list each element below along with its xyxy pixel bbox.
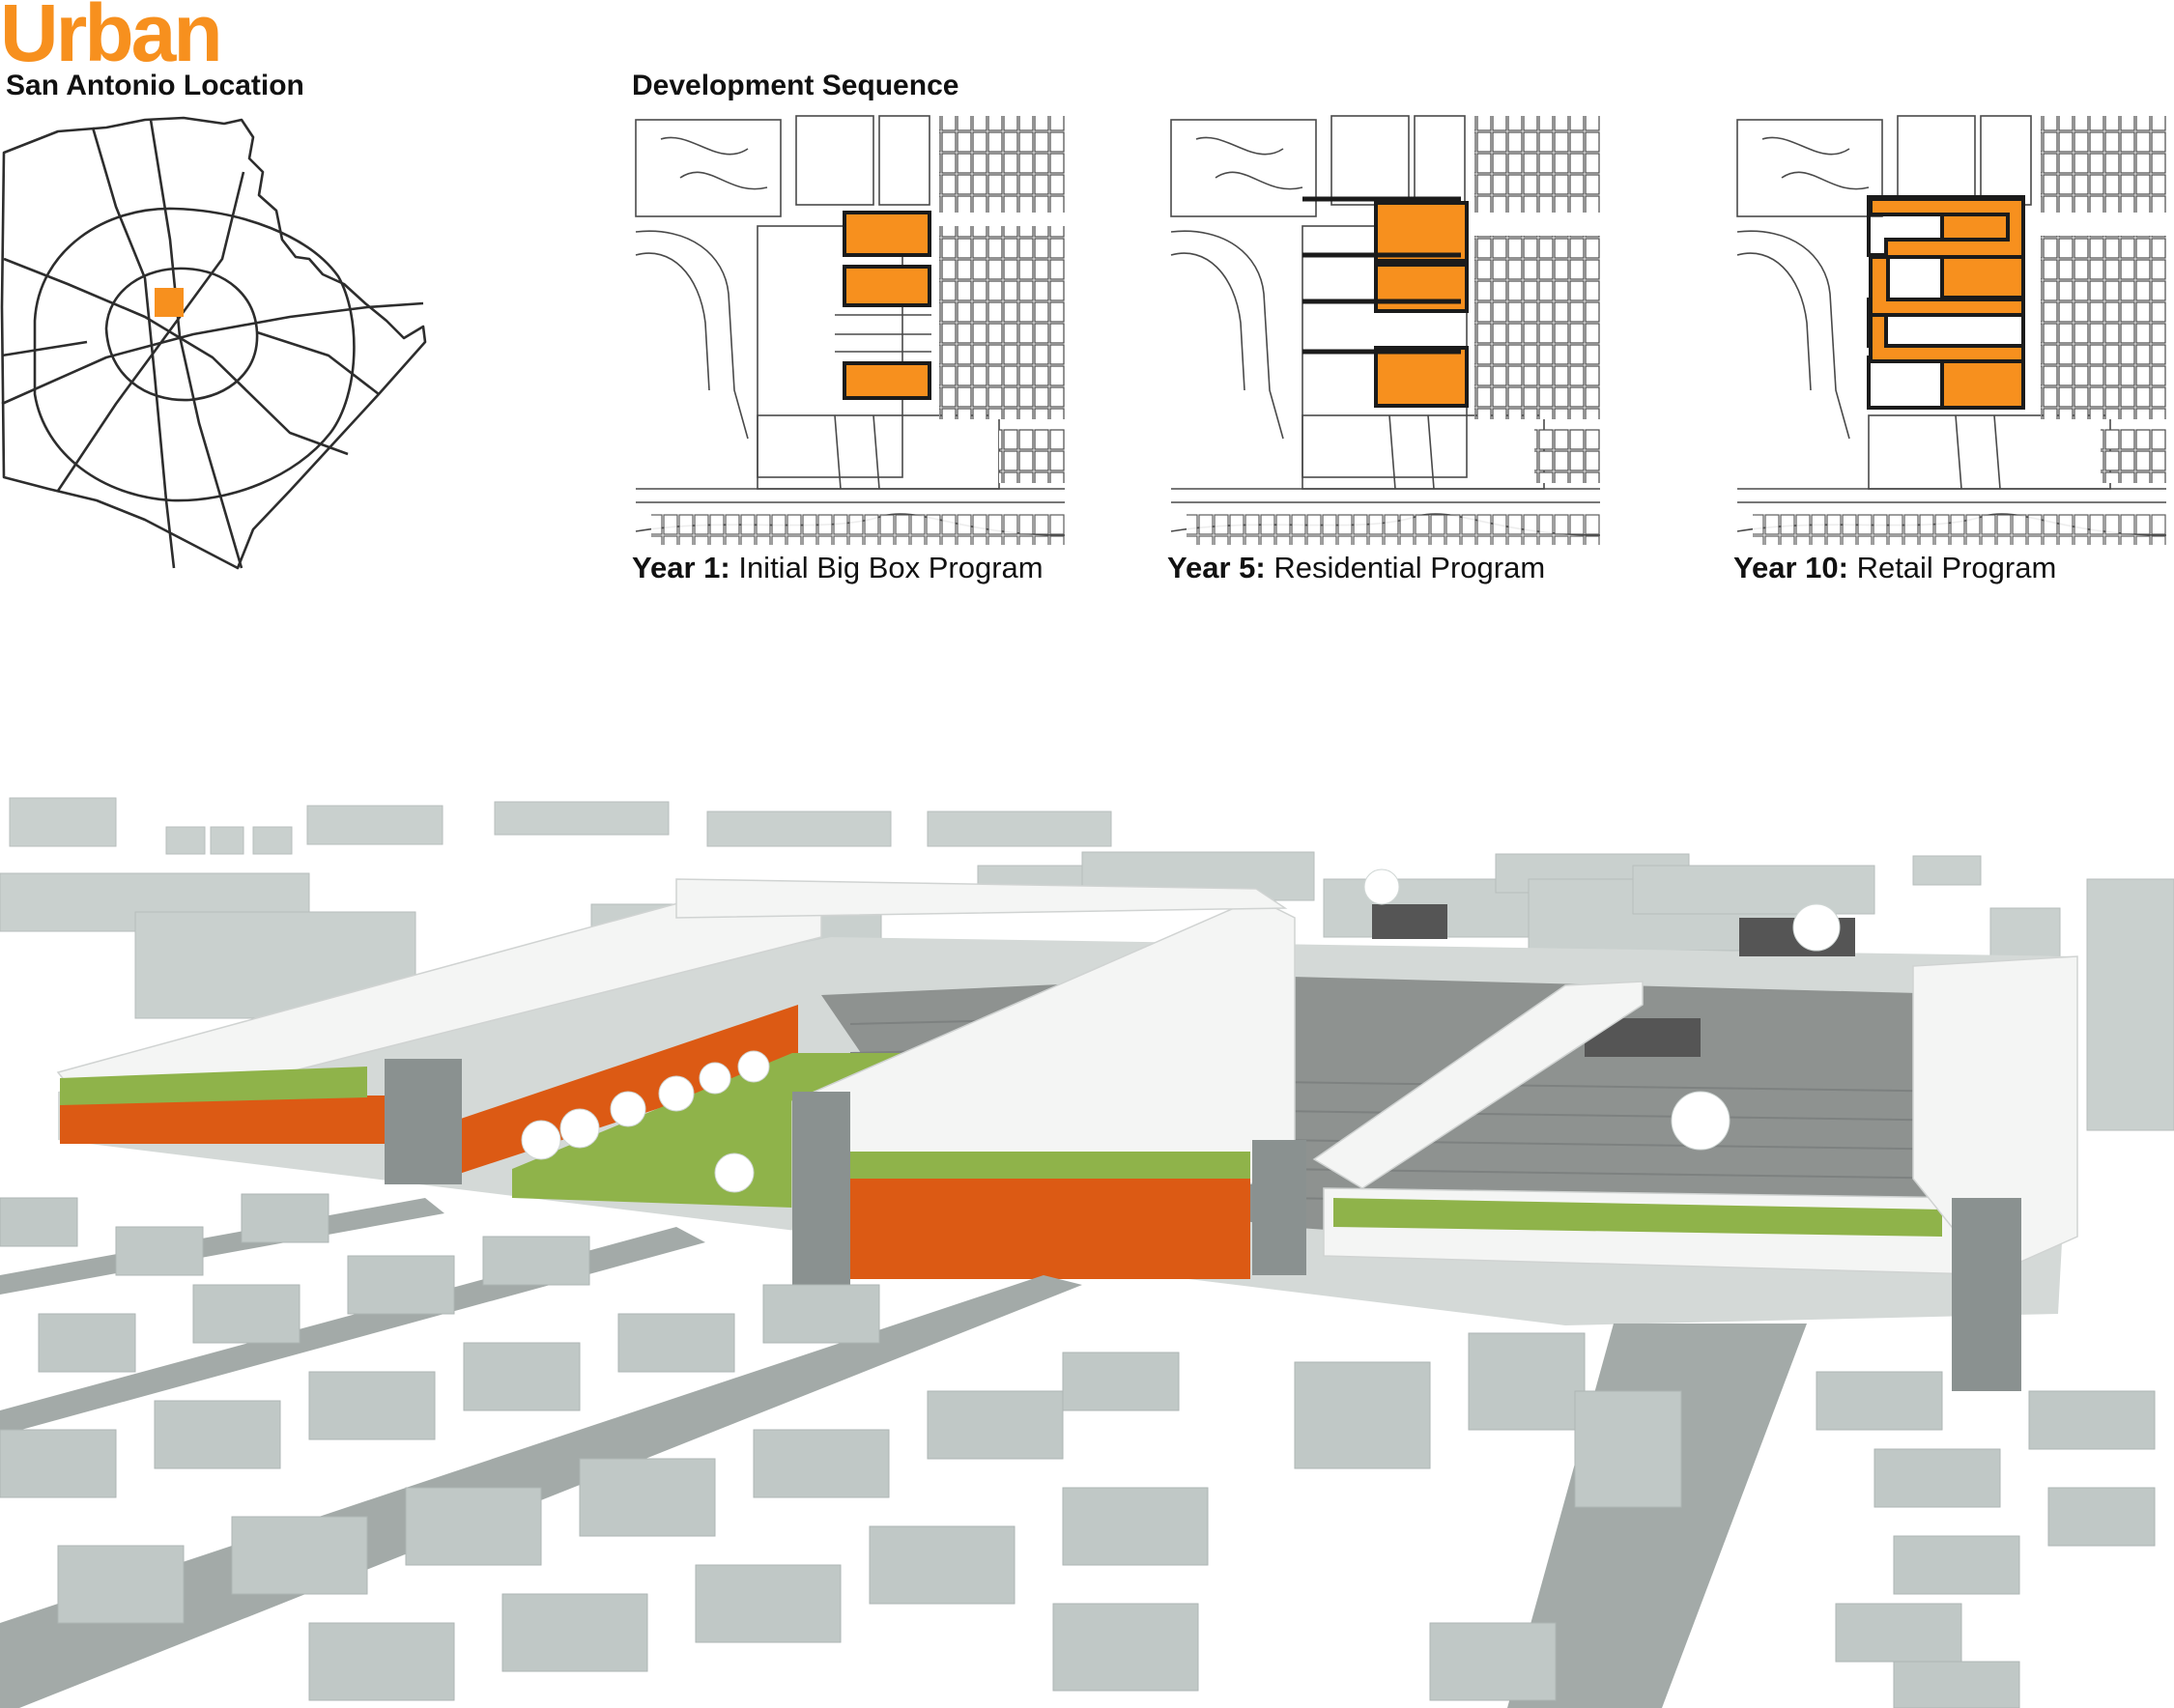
sequence-plan-1 bbox=[635, 115, 1066, 545]
building-back bbox=[675, 878, 1288, 919]
green-roof-left bbox=[60, 1067, 367, 1105]
caption-year-5: Year 5: Residential Program bbox=[1167, 551, 1545, 585]
sequence-plan-3 bbox=[1736, 115, 2167, 545]
loop-1604 bbox=[33, 207, 356, 502]
green-roof-central bbox=[844, 1152, 1250, 1179]
axonometric-rendering bbox=[0, 773, 2174, 1708]
sequence-label: Development Sequence bbox=[632, 70, 959, 101]
location-label: San Antonio Location bbox=[6, 70, 304, 101]
building-right bbox=[1312, 981, 1644, 1189]
caption-program: Retail Program bbox=[1856, 551, 2057, 584]
site-marker bbox=[155, 288, 184, 317]
green-roof-east bbox=[1333, 1198, 1942, 1237]
location-map bbox=[0, 116, 427, 570]
context-blocks-front bbox=[0, 1193, 2156, 1708]
caption-year-10: Year 10: Retail Program bbox=[1733, 551, 2056, 585]
trees bbox=[521, 868, 1841, 1193]
building-far-east bbox=[1912, 955, 2078, 1276]
program-blocks bbox=[1374, 201, 1469, 408]
caption-program: Initial Big Box Program bbox=[738, 551, 1044, 584]
caption-year: Year 1: bbox=[632, 551, 730, 584]
caption-program: Residential Program bbox=[1273, 551, 1546, 584]
page-title: Urban bbox=[0, 0, 223, 78]
caption-year: Year 10: bbox=[1733, 551, 1848, 584]
program-blocks bbox=[843, 211, 931, 400]
sequence-plan-2 bbox=[1170, 115, 1601, 545]
caption-year: Year 5: bbox=[1167, 551, 1266, 584]
county-boundary bbox=[0, 116, 427, 570]
caption-year-1: Year 1: Initial Big Box Program bbox=[632, 551, 1044, 585]
